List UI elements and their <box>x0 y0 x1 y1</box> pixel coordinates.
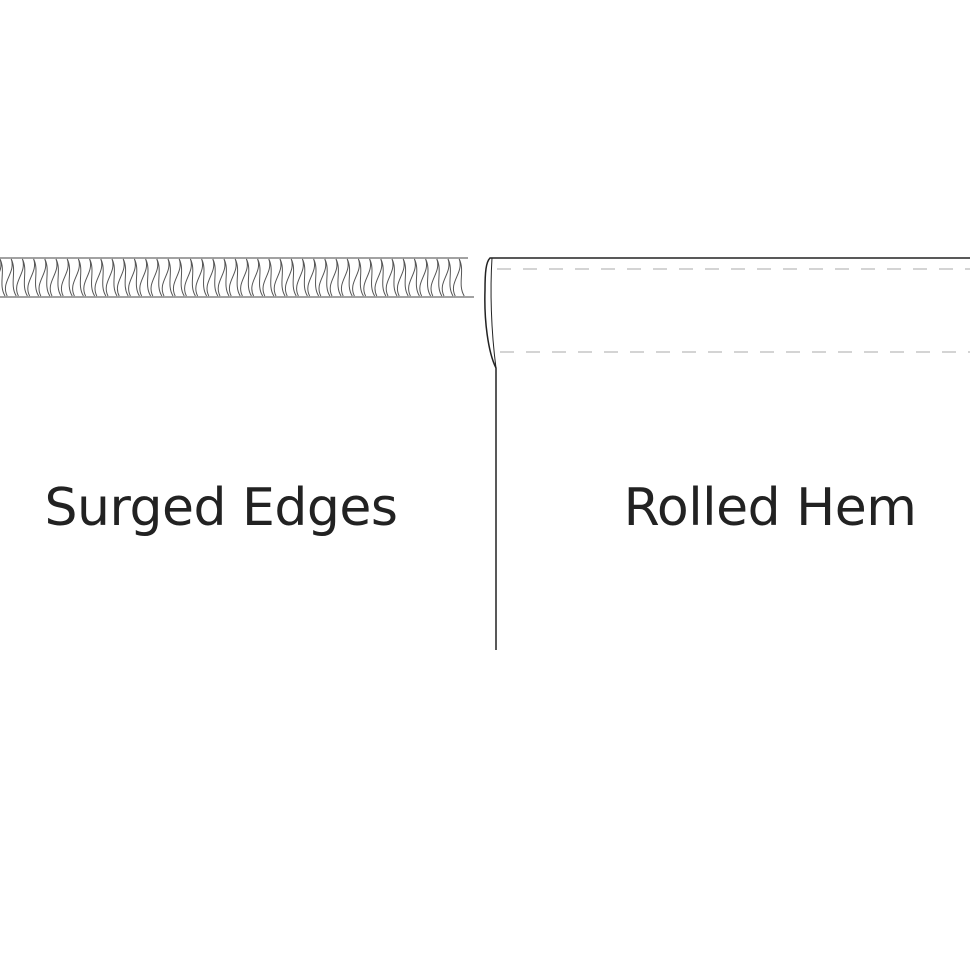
surged-stitch-loop <box>251 258 264 297</box>
surged-stitch-loop <box>61 258 73 297</box>
surged-stitch-loop <box>195 258 208 297</box>
surged-edges-label: Surged Edges <box>44 478 398 538</box>
surged-stitch-loop <box>285 258 297 297</box>
surged-stitch-loop <box>139 258 152 297</box>
surged-stitch-loop <box>173 258 185 297</box>
surged-stitch-loop <box>374 258 387 297</box>
surged-stitch-loop <box>206 258 219 297</box>
surged-stitch-loop <box>240 258 252 297</box>
surged-stitch-loop <box>352 258 364 297</box>
surged-stitch-loop <box>72 258 84 297</box>
surged-stitch-loop <box>94 258 107 297</box>
surged-stitch-loop <box>105 258 118 297</box>
surged-stitch-loop <box>408 258 420 297</box>
surged-stitch-loop <box>307 258 320 297</box>
surged-stitch-loop <box>397 258 409 297</box>
surged-stitch-loop <box>83 258 96 297</box>
surged-stitch-loop <box>419 258 432 297</box>
surged-stitch-loop <box>27 258 40 297</box>
surged-stitch-loop <box>5 258 17 297</box>
surged-stitch-loop <box>453 258 465 297</box>
surged-stitch-loop <box>184 258 196 297</box>
surged-stitch-loop <box>441 258 454 297</box>
surged-stitch-loop <box>385 258 398 297</box>
surged-stitch-loop <box>262 258 275 297</box>
surged-stitch-loop <box>150 258 163 297</box>
rolled-hem-label: Rolled Hem <box>623 478 917 538</box>
surged-stitch-loop <box>273 258 286 297</box>
surged-stitch-loop <box>430 258 443 297</box>
surged-stitch-loop <box>329 258 342 297</box>
surged-stitch-loops <box>0 258 465 297</box>
surged-stitch-loop <box>128 258 140 297</box>
rolled-hem-illustration <box>484 257 970 650</box>
surged-stitch-loop <box>296 258 308 297</box>
surged-stitch-loop <box>161 258 174 297</box>
surged-stitch-loop <box>16 258 28 297</box>
surged-edge-illustration <box>0 257 474 298</box>
rolled-hem-fold-edge <box>484 257 970 650</box>
surged-stitch-loop <box>229 258 241 297</box>
surged-stitch-loop <box>38 258 51 297</box>
surged-stitch-loop <box>117 258 129 297</box>
surged-stitch-loop <box>217 258 230 297</box>
rolled-hem-inner-fold <box>490 257 497 369</box>
surged-stitch-loop <box>363 258 376 297</box>
surged-stitch-loop <box>341 258 353 297</box>
surged-stitch-loop <box>0 258 6 297</box>
surged-stitch-loop <box>318 258 331 297</box>
surged-stitch-loop <box>49 258 62 297</box>
